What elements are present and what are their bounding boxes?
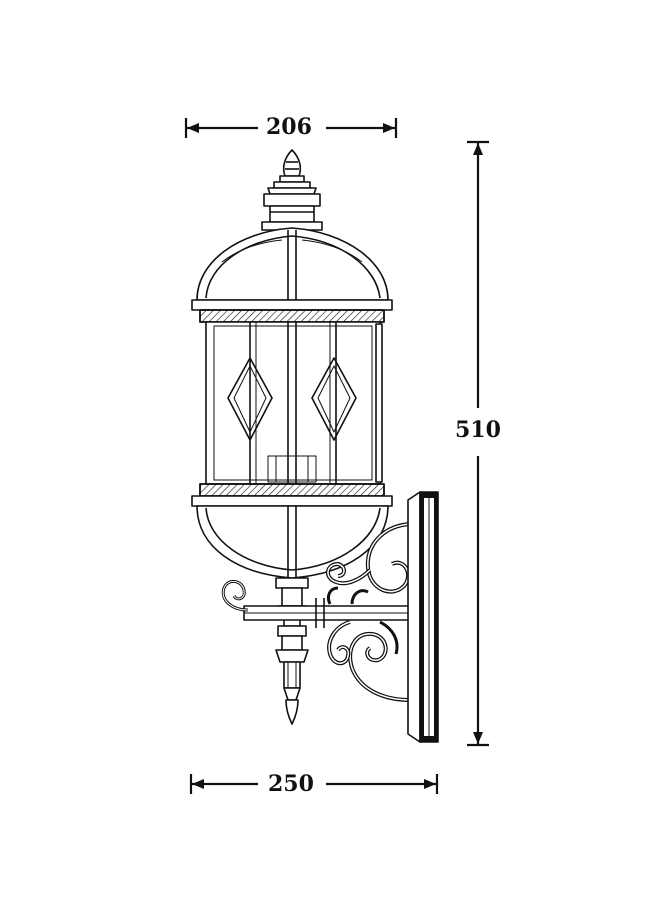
bottom-bowl — [196, 505, 389, 579]
height-label: 510 — [449, 417, 507, 443]
dimension-height — [467, 140, 489, 747]
finial — [261, 149, 323, 231]
upper-band — [191, 299, 393, 323]
dimension-top — [184, 118, 398, 138]
upper-scroll — [326, 522, 411, 605]
lantern — [191, 149, 439, 743]
lower-scroll — [327, 620, 411, 702]
stem — [275, 577, 309, 725]
top-width-label: 206 — [260, 114, 318, 140]
wall-plate — [407, 491, 439, 743]
top-dome — [196, 227, 389, 301]
lower-band — [191, 483, 393, 507]
dimension-bottom — [189, 774, 439, 794]
lantern-body — [205, 321, 383, 485]
bottom-width-label: 250 — [262, 771, 320, 797]
